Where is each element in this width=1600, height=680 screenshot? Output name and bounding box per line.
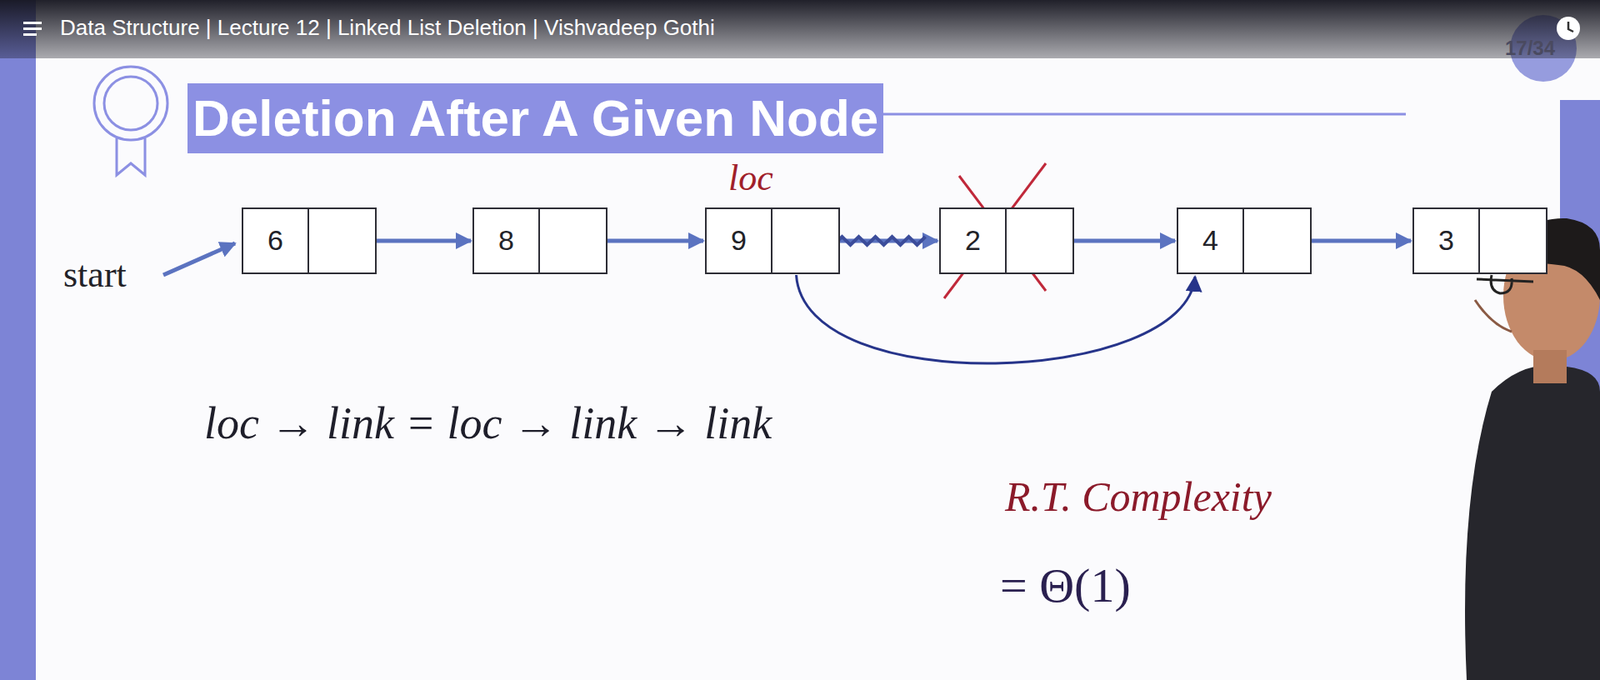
top-bar: [0, 0, 1600, 59]
start-pointer: [163, 243, 235, 275]
list-node: 9: [705, 207, 840, 275]
node-value: 2: [961, 225, 985, 256]
side-strip: [0, 0, 36, 680]
list-node: 3: [1412, 207, 1548, 275]
link-field: [309, 209, 375, 273]
video-title: Data Structure | Lecture 12 | Linked Lis…: [60, 15, 715, 41]
complexity-value: = Θ(1): [1000, 556, 1131, 615]
pointer-label: loc: [728, 156, 774, 201]
list-node: 2: [939, 207, 1075, 275]
complexity-heading: R.T. Complexity: [1005, 471, 1272, 522]
node-value: 8: [495, 225, 518, 256]
node-value: 6: [264, 225, 287, 256]
data-field: 9: [706, 209, 773, 273]
link-arrow: [796, 275, 1196, 364]
start-label: start: [63, 253, 127, 298]
badge-icon: [94, 66, 168, 175]
list-node: 8: [472, 207, 608, 275]
link-field: [540, 209, 606, 273]
slide-number: 17/34: [1505, 36, 1555, 61]
data-field: 8: [474, 209, 540, 273]
node-value: 4: [1199, 225, 1222, 256]
data-field: 4: [1178, 209, 1245, 273]
list-node: 4: [1176, 207, 1312, 275]
slide-title: Deletion After A Given Node: [187, 83, 884, 154]
link-field: [1006, 209, 1073, 273]
presenter: [1465, 218, 1600, 680]
link-field: [1480, 209, 1546, 273]
formula: loc → link = loc → link → link: [204, 396, 772, 451]
menu-icon: [23, 21, 42, 36]
data-field: 2: [940, 209, 1007, 273]
clock-icon: [1556, 16, 1580, 40]
link-field: [1244, 209, 1310, 273]
link-field: [772, 209, 839, 273]
node-value: 3: [1435, 225, 1458, 256]
node-value: 9: [727, 225, 750, 256]
data-field: 6: [243, 209, 310, 273]
list-node: 6: [241, 207, 377, 275]
data-field: 3: [1414, 209, 1480, 273]
